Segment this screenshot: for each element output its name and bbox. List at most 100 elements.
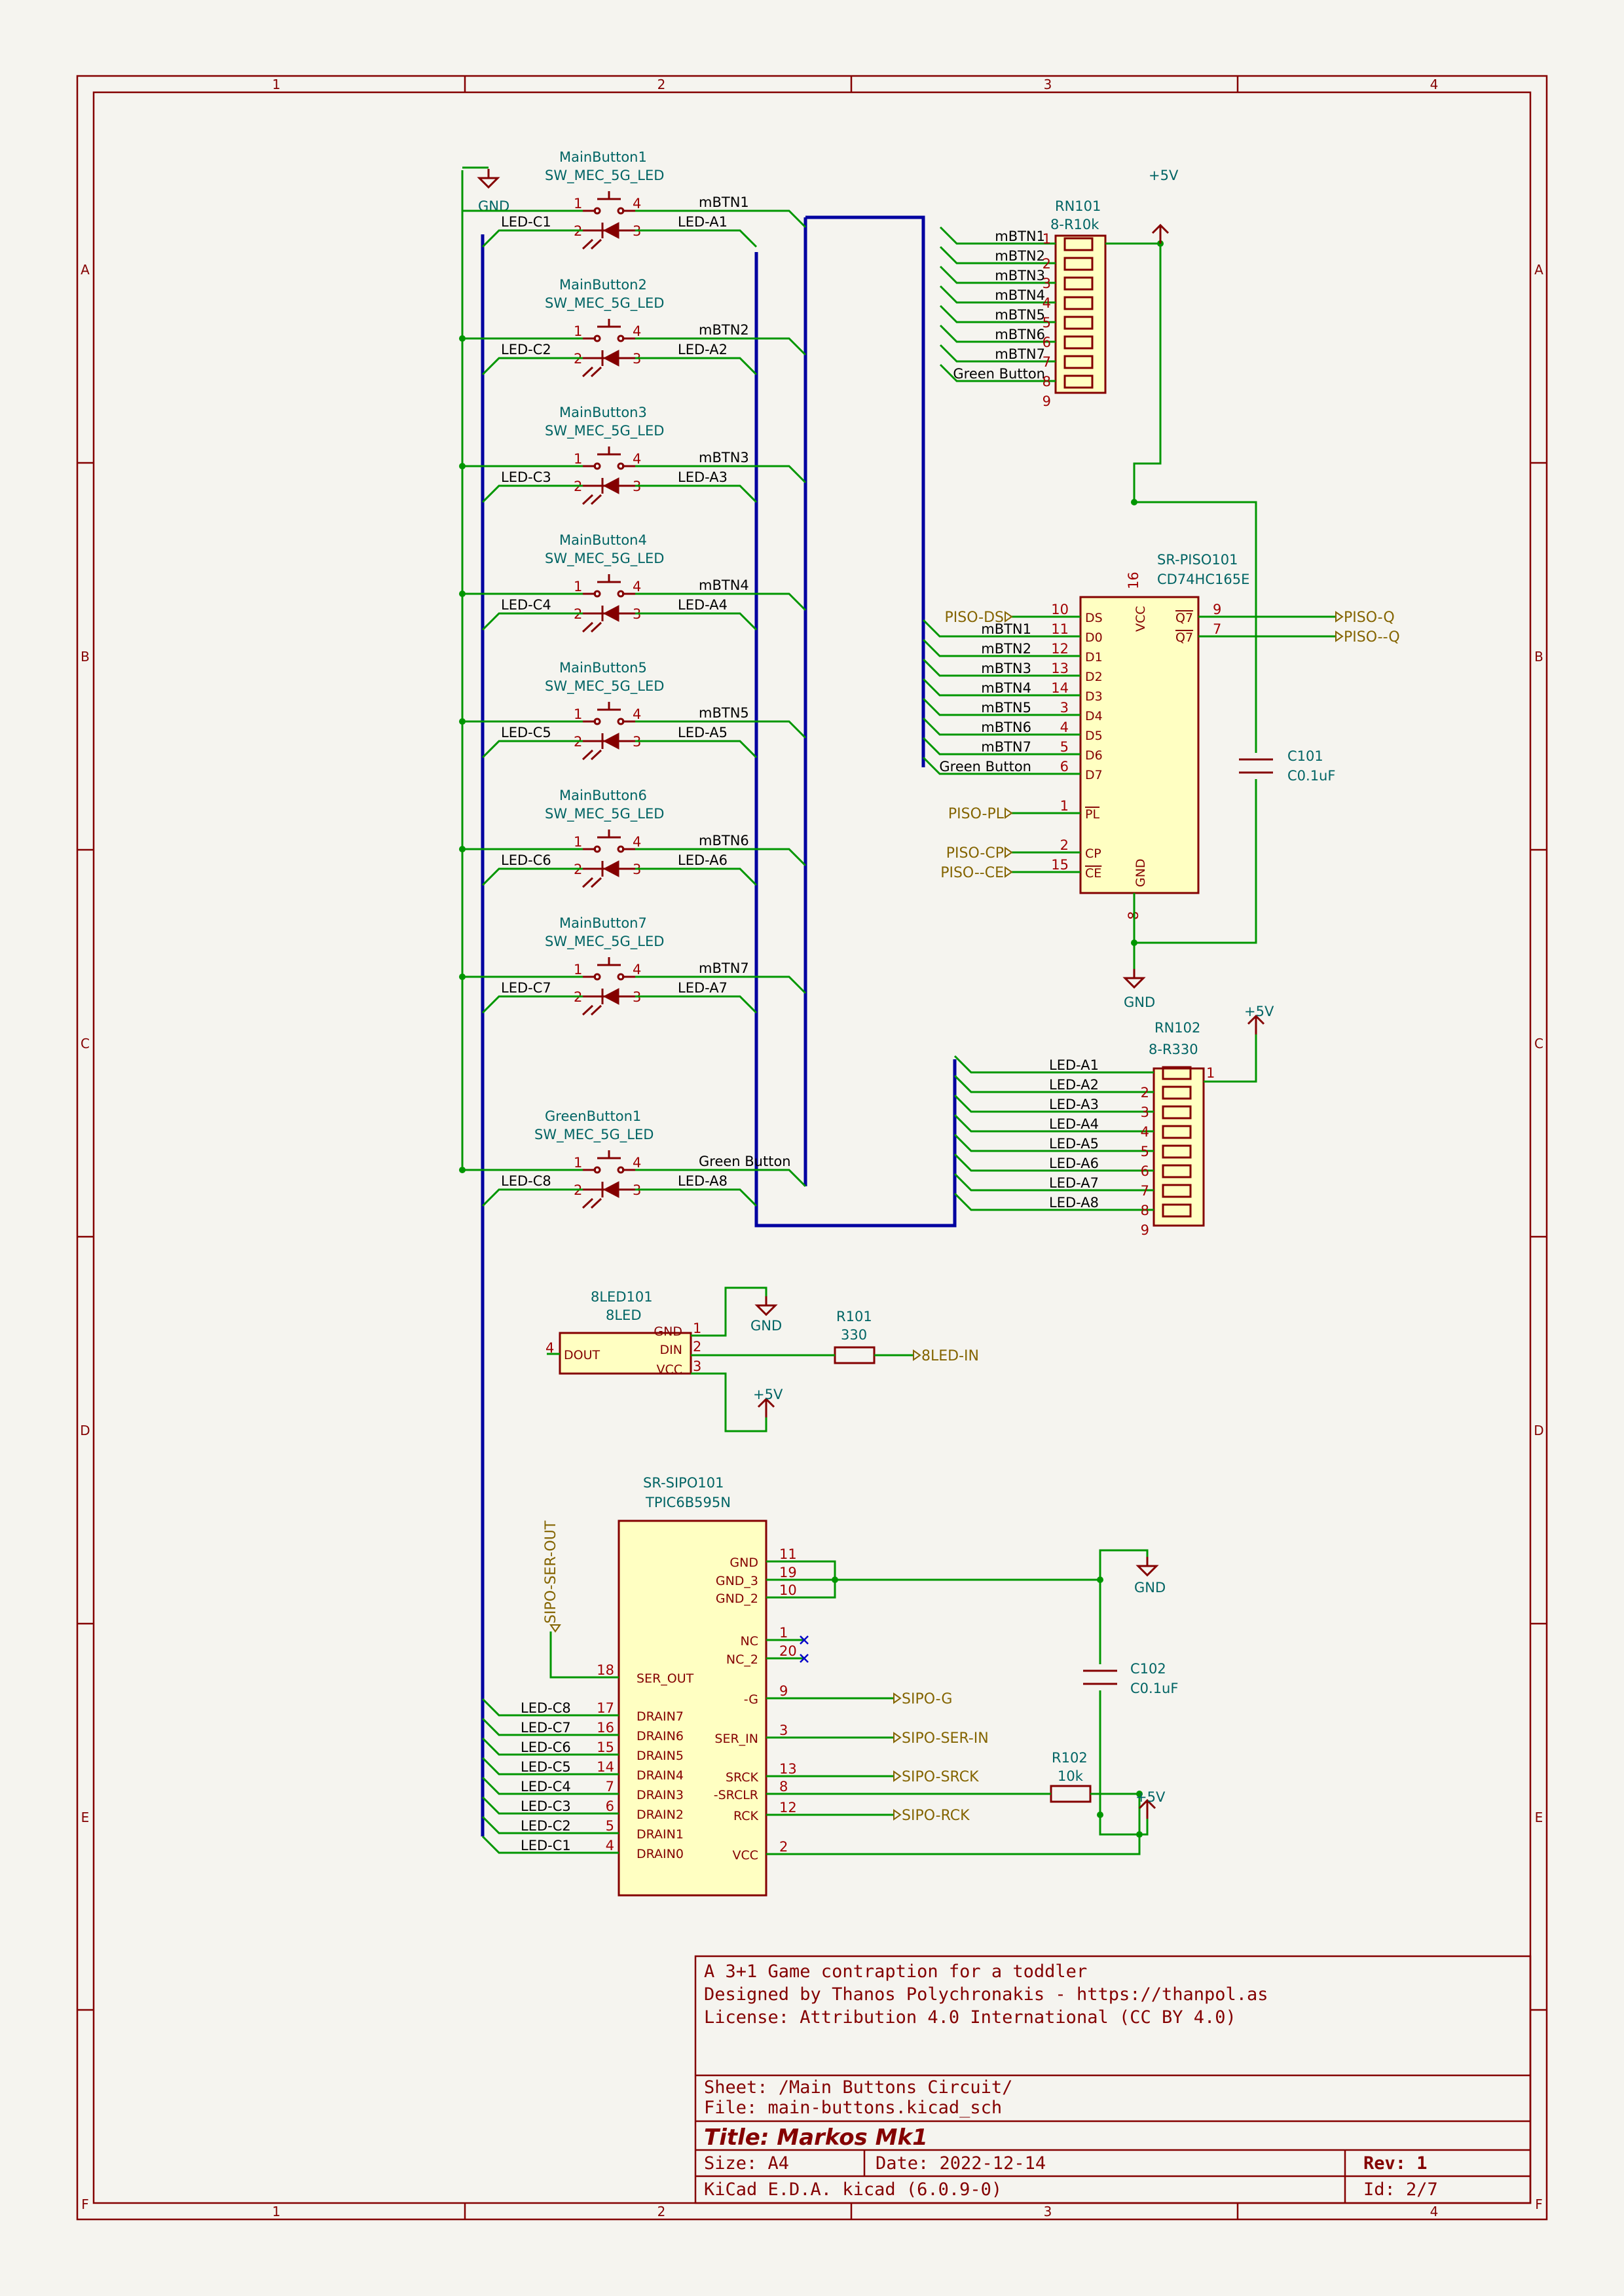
row-label: C [81, 1036, 90, 1051]
sipo-pin-name: DRAIN5 [637, 1749, 684, 1763]
led-rays [581, 621, 602, 633]
junction-dot [459, 974, 466, 980]
button-value: SW_MEC_5G_LED [545, 551, 664, 567]
button-value: SW_MEC_5G_LED [545, 295, 664, 312]
button-net-label: mBTN4 [699, 577, 749, 593]
rn102-value: 8-R330 [1149, 1042, 1198, 1057]
led8-pin-number: 1 [693, 1321, 701, 1336]
rn101-wire [939, 304, 1056, 323]
global-label-flag [1005, 847, 1013, 858]
btn-net-wire [635, 975, 807, 994]
piso-pin-name: D7 [1085, 768, 1103, 782]
sipo-pin-name: DRAIN6 [637, 1729, 684, 1743]
rn101-wire [939, 246, 1056, 264]
rn101-pin-number: 6 [1043, 335, 1051, 350]
pin-number: 4 [633, 962, 641, 977]
anode-wire [635, 612, 758, 631]
anode-wire [635, 995, 758, 1014]
global-label: PISO--Q [1344, 629, 1400, 646]
rn101-resistor-element [1063, 257, 1094, 271]
vcc-label: +5V [1135, 1789, 1166, 1805]
rn101-resistor-element [1063, 296, 1094, 310]
global-label: PISO-CP [946, 845, 1004, 862]
switch-contact [593, 973, 601, 981]
sipo-drain-wire [481, 1698, 619, 1717]
rn101-net-label: mBTN7 [995, 346, 1045, 362]
switch-contact [617, 718, 625, 725]
cathode-label: LED-C1 [501, 214, 551, 230]
tb-comment2: Designed by Thanos Polychronakis - https… [704, 1984, 1268, 2005]
sipo-pin-number: 10 [779, 1582, 797, 1598]
rn101-pin-number: 2 [1043, 256, 1051, 272]
led8-value: 8LED [606, 1307, 642, 1323]
button-net-label: Green Button [699, 1154, 791, 1169]
gnd-label: GND [1134, 1580, 1166, 1595]
anode-label: LED-A7 [678, 980, 728, 996]
vcc-symbol [1247, 1014, 1265, 1034]
switch-contact [617, 845, 625, 853]
piso-input-wire [922, 658, 1080, 677]
led-line [583, 733, 635, 749]
rn102-net-label: LED-A6 [1049, 1156, 1099, 1171]
led8-pin-name: DOUT [564, 1348, 600, 1362]
led-rays [581, 494, 602, 505]
rn102-wire [953, 1153, 1154, 1172]
sipo-net-label: LED-C7 [521, 1720, 571, 1736]
piso-pin-number: 1 [1060, 798, 1069, 814]
global-label: SIPO-SER-IN [902, 1730, 989, 1747]
sipo-ref: SR-SIPO101 [643, 1475, 724, 1491]
rn102-wire [953, 1133, 1154, 1152]
switch-symbol [583, 446, 635, 467]
cathode-label: LED-C4 [501, 597, 551, 613]
rn102-wire [953, 1192, 1154, 1211]
sipo-gnd-to-symbol [1099, 1549, 1149, 1580]
anode-label: LED-A5 [678, 725, 728, 740]
junction-dot [459, 335, 466, 342]
schematic-details: mBTN11mBTN22mBTN33mBTN44mBTN55mBTN66mBTN… [481, 168, 1400, 1863]
cathode-label: LED-C5 [501, 725, 551, 740]
rn101-body [1054, 234, 1107, 394]
rn101-pin-number: 4 [1043, 295, 1051, 311]
gnd-label: GND [1124, 994, 1155, 1010]
switch-contact [617, 335, 625, 342]
global-label: SIPO-RCK [902, 1808, 970, 1824]
piso-pin-number: 10 [1051, 602, 1069, 617]
global-label-flag [893, 1732, 902, 1743]
c102-capacitor: C102 C0.1uF [1130, 1661, 1178, 1696]
piso-net-label: Green Button [939, 759, 1031, 774]
c101-ref: C101 [1287, 748, 1323, 764]
anode-label: LED-A1 [678, 214, 728, 230]
r101-ref: R101 [836, 1309, 872, 1324]
piso-pin-name: PL [1085, 807, 1099, 822]
tb-comment1: A 3+1 Game contraption for a toddler [704, 1961, 1087, 1982]
col-label: 4 [1430, 2204, 1439, 2219]
button-ref: MainButton6 [559, 788, 647, 803]
rn102-wire [953, 1074, 1154, 1093]
sipo-pin-name: RCK [733, 1809, 759, 1823]
anode-wire [635, 740, 758, 759]
pin-number: 1 [574, 579, 582, 594]
switch-symbol [583, 319, 635, 340]
piso-net-label: mBTN5 [981, 700, 1031, 716]
rn102-resistor-element [1162, 1184, 1192, 1198]
col-label: 4 [1430, 77, 1439, 92]
gnd-symbol [1135, 1557, 1159, 1577]
rn102-pin-number: 9 [1141, 1222, 1149, 1238]
row-label: D [80, 1423, 90, 1438]
col-label: 1 [272, 2204, 281, 2219]
button-value: SW_MEC_5G_LED [545, 934, 664, 950]
global-label-flag [893, 1809, 902, 1821]
sipo-net-label: LED-C6 [521, 1740, 571, 1755]
rn102-pin-number: 4 [1141, 1124, 1149, 1140]
rn101-resistor-element [1063, 316, 1094, 330]
pin-number: 1 [574, 196, 582, 211]
rn101-pin-number: 9 [1043, 393, 1051, 409]
piso-pin-name: DS [1085, 611, 1103, 625]
led-rays [581, 238, 602, 250]
no-connect-mark [800, 1635, 809, 1645]
tb-sheet: Sheet: /Main Buttons Circuit/ [704, 2077, 1012, 2098]
led-rays [581, 1004, 602, 1016]
sipo-pin-number: 5 [606, 1818, 614, 1834]
cathode-label: LED-C3 [501, 469, 551, 485]
row-label: F [1535, 2196, 1543, 2212]
